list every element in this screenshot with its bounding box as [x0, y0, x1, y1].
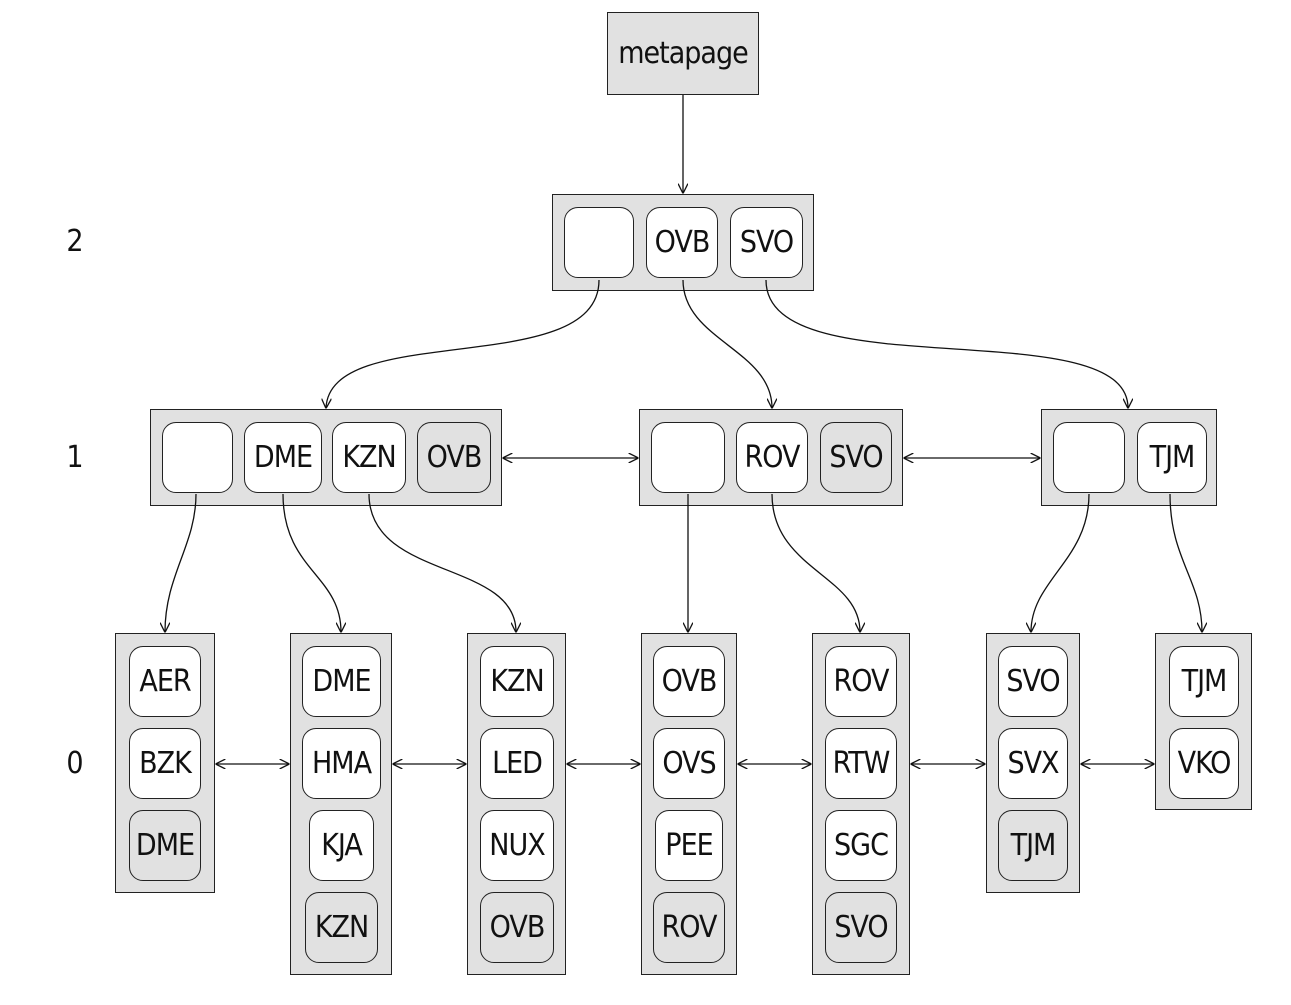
leaf4-key-1: OVS [653, 728, 725, 799]
inner-node-2: ROV SVO [639, 409, 903, 506]
inner1-key-2: KZN [332, 422, 406, 493]
leaf5-key-3: SVO [825, 892, 897, 963]
level-label-2: 2 [66, 224, 84, 259]
inner3-key-1: TJM [1137, 422, 1207, 493]
root-key-0 [564, 207, 634, 278]
leaf-node-2: DME HMA KJA KZN [290, 633, 392, 975]
root-node: OVB SVO [552, 194, 814, 291]
leaf5-key-2: SGC [825, 810, 897, 881]
leaf2-key-1: HMA [302, 728, 381, 799]
level-label-0: 0 [66, 746, 84, 781]
leaf1-key-2: DME [129, 810, 201, 881]
leaf6-key-2: TJM [998, 810, 1068, 881]
leaf4-key-2: PEE [655, 810, 723, 881]
leaf5-key-0: ROV [825, 646, 897, 717]
inner-node-3: TJM [1041, 409, 1217, 506]
inner-node-1: DME KZN OVB [150, 409, 502, 506]
inner2-key-2: SVO [820, 422, 892, 493]
leaf3-key-3: OVB [480, 892, 554, 963]
leaf1-key-1: BZK [129, 728, 201, 799]
metapage-node: metapage [607, 12, 759, 95]
level-label-1: 1 [66, 440, 84, 475]
leaf3-key-0: KZN [480, 646, 554, 717]
leaf3-key-1: LED [480, 728, 554, 799]
leaf6-key-0: SVO [998, 646, 1068, 717]
edge-inner3-leaf6 [1031, 493, 1090, 632]
leaf4-key-3: ROV [653, 892, 725, 963]
inner1-key-3: OVB [417, 422, 491, 493]
leaf5-key-1: RTW [825, 728, 897, 799]
leaf3-key-2: NUX [480, 810, 554, 881]
leaf6-key-1: SVX [998, 728, 1068, 799]
edge-root-inner2 [682, 279, 772, 408]
leaf7-key-1: VKO [1169, 728, 1239, 799]
leaf-node-6: SVO SVX TJM [986, 633, 1080, 893]
leaf2-key-0: DME [302, 646, 381, 717]
edge-root-inner1 [326, 279, 600, 408]
leaf2-key-2: KJA [309, 810, 374, 881]
leaf-node-7: TJM VKO [1155, 633, 1252, 810]
root-key-2: SVO [730, 207, 803, 278]
leaf-node-1: AER BZK DME [115, 633, 215, 893]
root-key-1: OVB [646, 207, 718, 278]
leaf-node-4: OVB OVS PEE ROV [641, 633, 737, 975]
edge-inner1-leaf2 [282, 493, 341, 632]
inner1-key-1: DME [244, 422, 322, 493]
inner1-key-0 [162, 422, 233, 493]
edge-inner2-leaf5 [771, 493, 860, 632]
leaf2-key-3: KZN [305, 892, 378, 963]
inner2-key-1: ROV [736, 422, 808, 493]
leaf7-key-0: TJM [1169, 646, 1239, 717]
inner2-key-0 [651, 422, 725, 493]
leaf-node-3: KZN LED NUX OVB [467, 633, 566, 975]
edge-inner3-leaf7 [1169, 493, 1202, 632]
edge-inner1-leaf1 [165, 493, 197, 632]
edge-inner1-leaf3 [368, 493, 516, 632]
leaf4-key-0: OVB [653, 646, 725, 717]
leaf1-key-0: AER [129, 646, 201, 717]
inner3-key-0 [1053, 422, 1125, 493]
leaf-node-5: ROV RTW SGC SVO [812, 633, 910, 975]
edge-root-inner3 [765, 279, 1128, 408]
